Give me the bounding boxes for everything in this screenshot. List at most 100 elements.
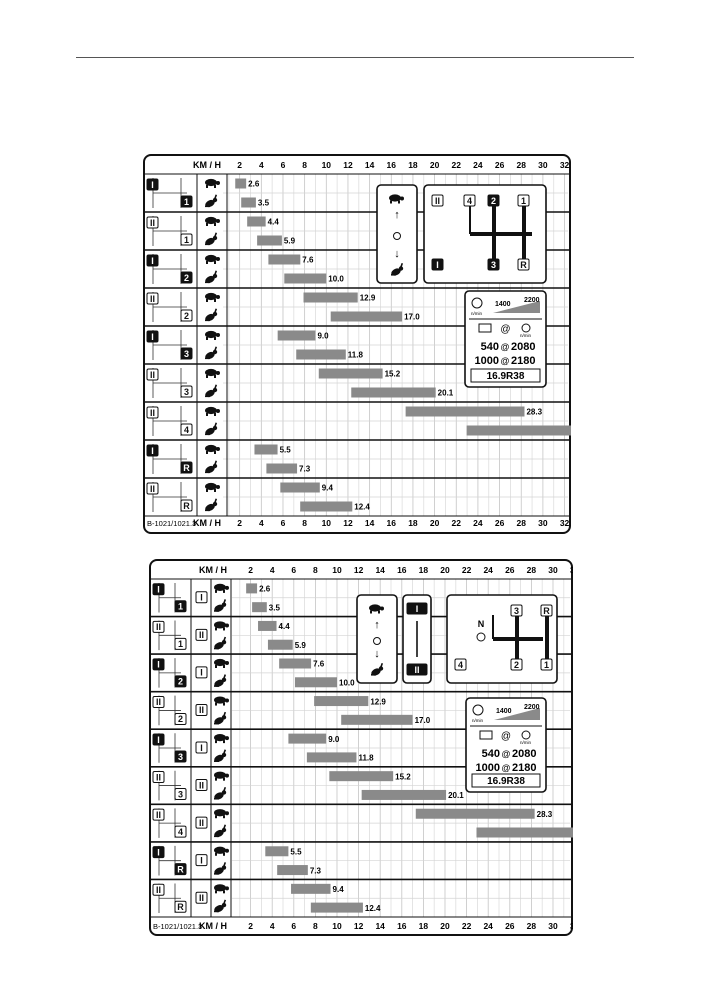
c0-speed-mode-tortoise-icon-leg xyxy=(398,200,400,204)
c1-range-column-label-box xyxy=(195,854,208,867)
c0-speed-mode-tortoise-icon-shell xyxy=(389,194,401,202)
top-rule xyxy=(76,57,634,58)
c0-bar-R-II-hare xyxy=(300,501,353,512)
c1-range-label-II: II xyxy=(156,697,161,707)
c1-pto-speed: 540 xyxy=(482,748,500,760)
c0-hare-icon-leg xyxy=(205,243,210,246)
c0-tick-top-4: 4 xyxy=(259,160,264,170)
c1-hare-icon-ear xyxy=(222,749,227,755)
c1-pto-speed: 1000 xyxy=(476,762,500,774)
c1-tortoise-icon-head xyxy=(225,736,229,741)
c0-tyre-box xyxy=(470,368,541,383)
c1-range-column-label-box xyxy=(195,779,208,792)
c0-bar-3-I-tortoise xyxy=(277,330,316,341)
c1-tick-top-10: 10 xyxy=(332,565,342,575)
c1-gear-label-4: 4 xyxy=(178,827,183,837)
c1-range-label-II-box xyxy=(152,808,165,821)
c0-gear-label-3: 3 xyxy=(184,387,189,397)
c0-tortoise-icon-leg xyxy=(206,489,208,492)
c0-gear-diagram-R-II: RII xyxy=(146,482,193,512)
c1-tick-bottom-20: 20 xyxy=(440,921,450,931)
c1-speed-mode-hare-icon-body xyxy=(371,668,381,676)
c0-tortoise-icon-leg xyxy=(214,337,216,340)
c0-engine-icon xyxy=(471,297,483,309)
c0-pto-at: @ xyxy=(500,342,509,352)
c0-shift-gear-label-box xyxy=(517,194,530,207)
c1-hare-icon-leg xyxy=(214,722,219,725)
c0-data-label: 9.4 xyxy=(322,484,334,493)
c0-data-label: 11.8 xyxy=(348,351,364,360)
c0-tick-top-16: 16 xyxy=(387,160,397,170)
c0-tick-top-6: 6 xyxy=(281,160,286,170)
c1-data-label: 28.3 xyxy=(537,810,553,819)
c0-tick-top-12: 12 xyxy=(343,160,353,170)
c1-tick-bottom-26: 26 xyxy=(505,921,515,931)
c0-pto-speed: 1000 xyxy=(475,355,499,367)
c1-tortoise-icon-leg xyxy=(223,852,225,856)
c0-hare-icon-ear xyxy=(213,422,218,428)
c0-tortoise-icon-leg xyxy=(214,185,216,188)
c0-range-label-II: II xyxy=(150,218,155,228)
c1-range-column-label: I xyxy=(200,743,203,753)
c0-tortoise-icon xyxy=(205,482,220,492)
c1-tortoise-icon-shell xyxy=(214,809,226,817)
c1-bar-4-II-tortoise xyxy=(415,808,535,819)
c0-hare-icon xyxy=(205,232,218,246)
c1-tick-top-2: 2 xyxy=(248,565,253,575)
c0-tick-bottom-4: 4 xyxy=(259,518,264,528)
c1-tick-top-8: 8 xyxy=(313,565,318,575)
c0-tick-top-32: 32 xyxy=(560,160,570,170)
c1-range-column-label: II xyxy=(199,780,204,790)
c1-tortoise-icon-leg xyxy=(215,589,217,593)
c0-bar-4-II-tortoise xyxy=(405,406,525,417)
c1-tortoise-icon-shell xyxy=(214,846,226,854)
c1-range-column-label: II xyxy=(199,630,204,640)
c1-shift-gear-label-box xyxy=(454,658,467,671)
c1-hare-icon-leg xyxy=(214,910,219,913)
c1-tick-bottom-28: 28 xyxy=(527,921,537,931)
c0-gear-label-4-box xyxy=(180,423,193,436)
c1-bar-2-II-hare xyxy=(341,714,413,725)
c1-tortoise-icon-head xyxy=(225,623,229,628)
c0-range-label-I: I xyxy=(151,332,154,342)
c1-tortoise-icon-leg xyxy=(223,665,225,668)
c1-gear-label-1: 1 xyxy=(178,602,183,612)
c1-tortoise-icon-leg xyxy=(215,852,217,856)
c1-shift-gear-label-box xyxy=(540,604,553,617)
c1-tortoise-icon xyxy=(214,621,229,631)
c1-data-label: 5.5 xyxy=(290,847,302,856)
c0-code-label: B-1021/1021.3 xyxy=(147,519,196,528)
c0-hare-icon xyxy=(205,194,218,208)
c1-shift-gear-label: 1 xyxy=(544,660,549,670)
c1-bar-R-II-tortoise xyxy=(291,883,331,894)
c1-bar-3-I-hare xyxy=(306,752,357,763)
c0-tick-top-2: 2 xyxy=(237,160,242,170)
c1-data-label: 2.6 xyxy=(259,585,271,594)
c0-gear-label-2: 2 xyxy=(184,311,189,321)
c1-data-label: 11.8 xyxy=(358,754,374,763)
c0-range-label-I: I xyxy=(151,256,154,266)
c0-bar-R-II-tortoise xyxy=(280,482,320,493)
c0-tick-bottom-22: 22 xyxy=(452,518,462,528)
c1-hare-icon-leg xyxy=(214,797,219,800)
c1-hare-icon-leg xyxy=(214,873,219,875)
c1-tortoise-icon xyxy=(214,809,229,819)
c0-hare-icon-head xyxy=(212,273,218,279)
c1-gear-diagram-2-I: 2I xyxy=(152,658,187,688)
c1-gear-label-R: R xyxy=(177,902,184,912)
c0-gear-label-3: 3 xyxy=(184,349,189,359)
c0-tortoise-icon-head xyxy=(216,219,220,223)
c0-shift-gear-label: R xyxy=(520,260,527,270)
c1-gear-label-2: 2 xyxy=(178,677,183,687)
c0-tick-bottom-28: 28 xyxy=(517,518,527,528)
c1-data-label: 20.1 xyxy=(448,791,464,800)
c1-tyre-size: 16.9R38 xyxy=(487,776,525,787)
c1-tortoise-icon xyxy=(214,771,229,781)
c0-arrow-down-icon: ↓ xyxy=(394,248,400,260)
c1-speed-mode-tortoise-icon-leg xyxy=(370,610,372,614)
c0-at-sign: @ xyxy=(500,324,510,335)
c1-hare-icon-body xyxy=(214,867,224,875)
c0-tick-top-18: 18 xyxy=(408,160,418,170)
c1-hare-icon xyxy=(214,636,227,650)
c1-hare-icon-ear xyxy=(222,711,227,718)
